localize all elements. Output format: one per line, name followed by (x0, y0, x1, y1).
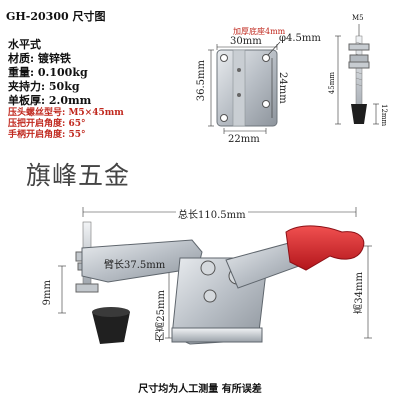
base-width-label: 30mm (230, 36, 262, 47)
spec-weight: 重量: 0.100kg (8, 66, 88, 79)
spec-type: 水平式 (8, 38, 41, 51)
base-thickness-note: 加厚底座4mm (233, 27, 286, 36)
spec-holding-force: 夹持力: 50kg (8, 80, 80, 93)
base-plate-drawing (208, 41, 281, 134)
base-height-label: 36.5mm (196, 60, 207, 102)
tip-height-label: 9mm (42, 280, 53, 306)
spec-screw: 压头螺丝型号: M5×45mm (8, 108, 124, 118)
screw-size-label: M5 (352, 14, 364, 22)
hole-diameter-label: φ4.5mm (279, 33, 321, 44)
screw-tip-label: 12mm (380, 104, 388, 127)
spec-wrist-angle: 手柄开启角度: 55° (8, 130, 86, 140)
inner-height-label: 内高25mm (156, 290, 167, 342)
total-length-label: 总长110.5mm (176, 206, 248, 221)
screw-length-label: 45mm (328, 72, 336, 95)
brand-name: 旗峰五金 (26, 161, 131, 190)
clamp-drawing (58, 207, 372, 345)
measurement-note: 尺寸均为人工测量 有所误差 (138, 384, 262, 395)
arm-length-label: 臂长37.5mm (104, 260, 166, 271)
height-label: 高34mm (354, 272, 365, 314)
spec-plate-thickness: 单板厚: 2.0mm (8, 94, 92, 107)
spec-list: 水平式 材质: 镀锌铁 重量: 0.100kg 夹持力: 50kg 单板厚: 2… (8, 38, 124, 141)
spec-handle-angle: 压把开启角度: 65° (8, 119, 86, 129)
spec-material: 材质: 镀锌铁 (8, 52, 71, 65)
screw-drawing (335, 24, 379, 125)
product-title: GH-20300 尺寸图 (6, 10, 106, 23)
hole-vertical-label: 24mm (277, 72, 288, 104)
hole-horizontal-label: 22mm (228, 134, 260, 145)
